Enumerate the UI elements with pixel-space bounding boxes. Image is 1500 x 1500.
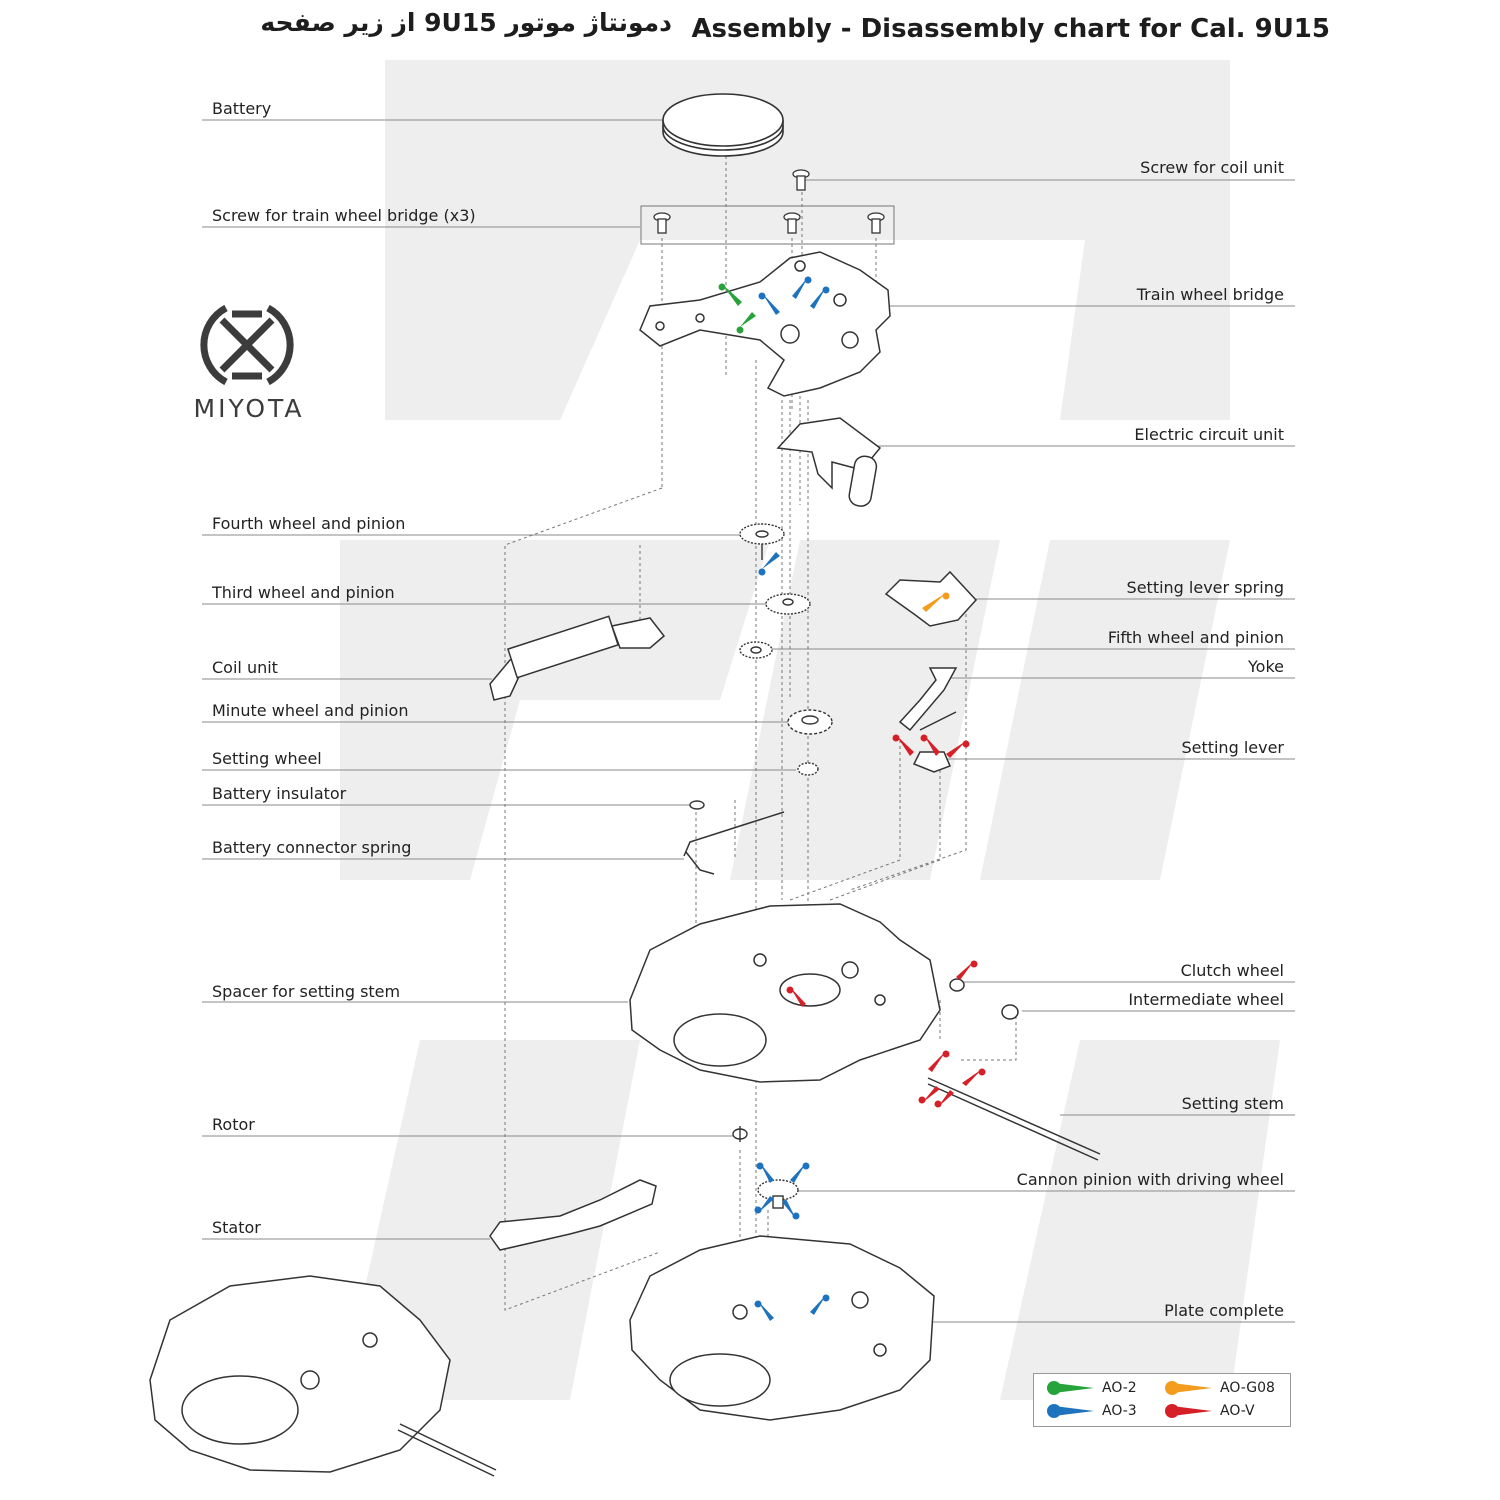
label-rotor: Rotor	[212, 1115, 255, 1134]
legend-label-ao-g08: AO-G08	[1220, 1380, 1275, 1396]
title-persian: دمونتاژ موتور 9U15 از زیر صفحه	[260, 8, 672, 37]
fourth-wheel-part	[739, 523, 785, 560]
setting-lever-part	[912, 751, 951, 773]
stator-part	[489, 1179, 657, 1251]
train-wheel-bridge-part	[639, 251, 891, 397]
label-fourth-wheel: Fourth wheel and pinion	[212, 514, 406, 533]
label-fifth-wheel: Fifth wheel and pinion	[1107, 628, 1284, 647]
label-setting-stem: Setting stem	[1181, 1094, 1284, 1113]
label-yoke: Yoke	[1248, 657, 1284, 676]
label-electric-circuit-unit: Electric circuit unit	[1134, 425, 1284, 444]
label-screw-coil-unit: Screw for coil unit	[1140, 158, 1284, 177]
label-coil-unit: Coil unit	[212, 658, 278, 677]
label-screw-train-wheel-bridge: Screw for train wheel bridge (x3)	[212, 206, 476, 225]
legend-label-ao-3: AO-3	[1102, 1403, 1137, 1419]
label-setting-lever: Setting lever	[1181, 738, 1284, 757]
label-third-wheel: Third wheel and pinion	[212, 583, 395, 602]
oil-dropper-blue-icon	[1047, 1404, 1094, 1418]
legend-item-ao-g08: AO-G08	[1164, 1380, 1275, 1396]
coil-unit-part	[489, 615, 666, 701]
setting-stem-part	[927, 1077, 1101, 1161]
oil-markers	[718, 276, 986, 1321]
label-battery-connector-spring: Battery connector spring	[212, 838, 412, 857]
setting-wheel-part	[797, 762, 819, 776]
chart-title: Assembly - Disassembly chart for Cal. 9U…	[691, 14, 1330, 44]
label-battery-insulator: Battery insulator	[212, 784, 347, 803]
miyota-logo-icon	[200, 304, 294, 386]
legend-label-ao-2: AO-2	[1102, 1380, 1137, 1396]
rotor-part	[732, 1126, 748, 1142]
minute-wheel-part	[787, 709, 833, 735]
assembly-guides	[504, 150, 1017, 1311]
cannon-pinion-part	[757, 1179, 799, 1209]
setting-lever-spring-part	[884, 570, 978, 627]
legend-item-ao-3: AO-3	[1046, 1403, 1137, 1419]
plate-complete-part	[629, 1235, 935, 1421]
label-train-wheel-bridge: Train wheel bridge	[1136, 285, 1284, 304]
oil-dropper-orange-icon	[1165, 1381, 1212, 1395]
battery-insulator-part	[689, 800, 705, 810]
screws-box	[640, 205, 895, 245]
intermediate-wheel-part	[1001, 1004, 1019, 1020]
oil-dropper-green-icon	[1047, 1381, 1094, 1395]
label-intermediate-wheel: Intermediate wheel	[1128, 990, 1284, 1009]
label-spacer-setting-stem: Spacer for setting stem	[212, 982, 401, 1001]
assembled-movement-image	[149, 1275, 497, 1477]
battery-connector-spring-part	[683, 811, 785, 875]
label-setting-lever-spring: Setting lever spring	[1126, 578, 1284, 597]
label-battery: Battery	[212, 99, 272, 118]
spacer-for-setting-stem-part	[629, 903, 941, 1083]
label-clutch-wheel: Clutch wheel	[1180, 961, 1284, 980]
clutch-wheel-part	[949, 978, 965, 992]
third-wheel-part	[765, 593, 811, 615]
leader-lines-left	[202, 119, 796, 1240]
screws-train-wheel-bridge	[653, 212, 885, 234]
oil-legend: AO-2 AO-G08 AO-3 AO-V	[1033, 1373, 1291, 1427]
leader-lines-right	[770, 179, 1295, 1323]
screw-coil-unit	[792, 169, 810, 191]
label-minute-wheel: Minute wheel and pinion	[212, 701, 409, 720]
yoke-part	[898, 667, 958, 732]
legend-item-ao-2: AO-2	[1046, 1380, 1137, 1396]
legend-label-ao-v: AO-V	[1220, 1403, 1255, 1419]
electric-circuit-unit-part	[776, 417, 882, 507]
label-plate-complete: Plate complete	[1164, 1301, 1284, 1320]
fifth-wheel-part	[739, 641, 773, 659]
label-cannon-pinion: Cannon pinion with driving wheel	[1016, 1170, 1284, 1189]
label-stator: Stator	[212, 1218, 261, 1237]
battery-part	[662, 93, 784, 157]
label-setting-wheel: Setting wheel	[212, 749, 322, 768]
logo-text: MIYOTA	[193, 394, 305, 423]
legend-item-ao-v: AO-V	[1164, 1403, 1255, 1419]
oil-dropper-red-icon	[1165, 1404, 1212, 1418]
